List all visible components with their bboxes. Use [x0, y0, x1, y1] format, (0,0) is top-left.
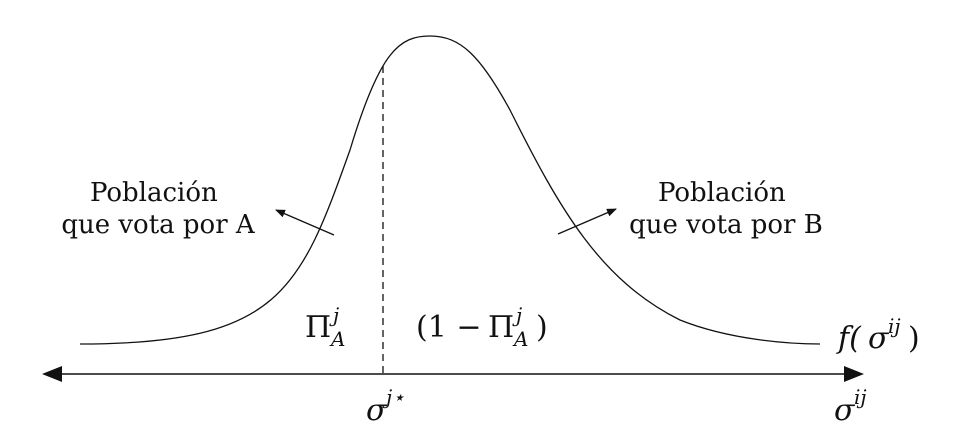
svg-text:A: A	[512, 327, 528, 351]
svg-text:A: A	[329, 327, 345, 351]
svg-text:σ: σ	[834, 393, 856, 428]
svg-text:σ: σ	[868, 321, 890, 356]
svg-text:ij: ij	[888, 314, 901, 338]
pi-a-label: Π j A	[305, 303, 345, 351]
axis-right-arrowhead	[844, 366, 864, 382]
density-curve	[79, 35, 821, 345]
complement-label: (1 − Π j A )	[416, 303, 548, 351]
svg-text:(1 −: (1 −	[416, 310, 481, 345]
population-a-label: Población que vota por A	[61, 178, 256, 240]
population-a-pointer-arrow	[275, 209, 335, 236]
axis-variable-label: σ ij	[834, 385, 867, 428]
svg-text:j⋆: j⋆	[382, 385, 405, 409]
svg-text:σ: σ	[366, 393, 388, 428]
population-b-label: Población que vota por B	[629, 178, 823, 240]
svg-text:): )	[536, 310, 548, 345]
svg-text:j: j	[329, 303, 339, 327]
svg-text:j: j	[512, 303, 522, 327]
threshold-sigma-label: σ j⋆	[366, 385, 405, 428]
population-b-pointer-arrow	[557, 208, 617, 235]
svg-text:Π: Π	[305, 310, 331, 345]
svg-text:f(: f(	[836, 321, 862, 356]
axis-left-arrowhead	[42, 366, 62, 382]
svg-text:Π: Π	[488, 310, 514, 345]
svg-text:ij: ij	[854, 385, 867, 409]
density-function-label: f( σ ij )	[836, 314, 920, 356]
svg-text:): )	[908, 321, 920, 356]
